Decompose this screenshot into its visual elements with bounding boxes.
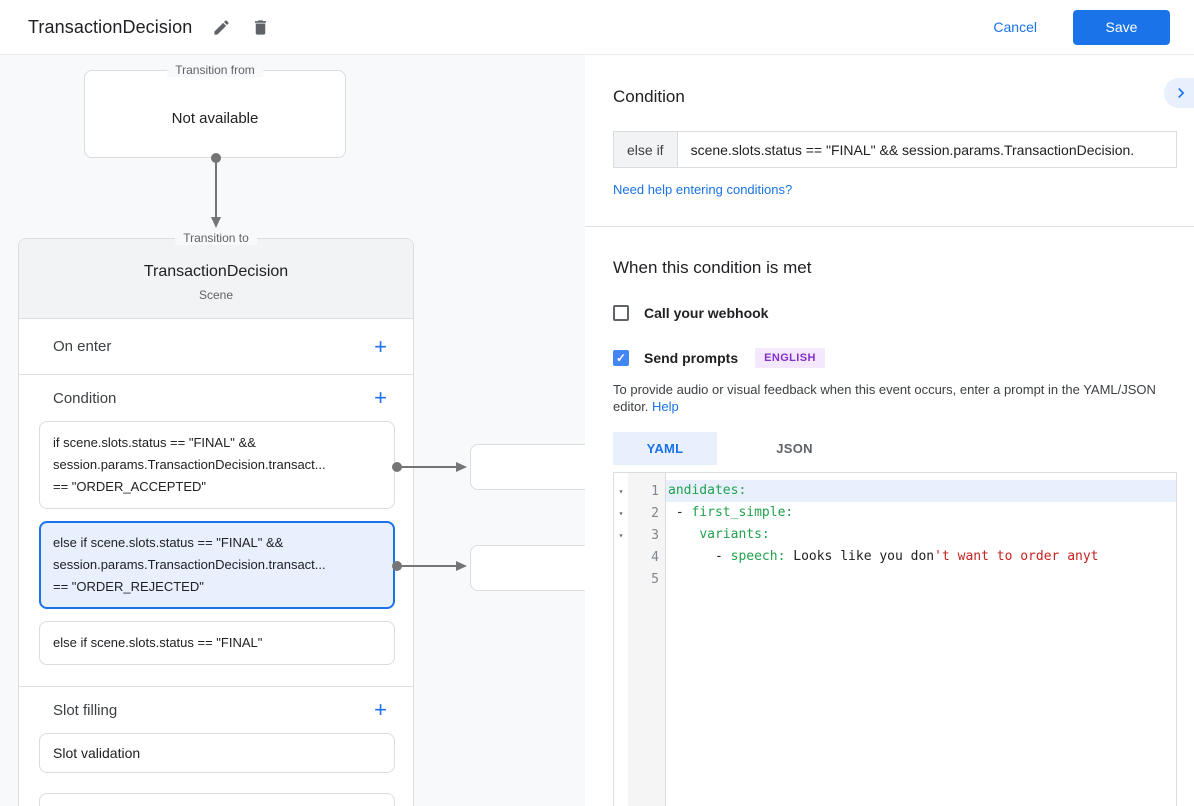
transition-target-box[interactable] (470, 444, 585, 490)
tab-yaml[interactable]: YAML (613, 432, 717, 465)
transition-from-label: Transition from (167, 63, 263, 77)
code-segment-key: speech: (730, 549, 786, 564)
condition-heading: Condition (613, 87, 685, 106)
header-actions: Cancel Save (993, 9, 1170, 45)
top-bar: TransactionDecision Cancel Save (0, 0, 1194, 55)
transition-from-box: Transition from Not available (84, 63, 346, 158)
on-enter-section: On enter + (19, 319, 413, 375)
chevron-right-icon (1178, 88, 1185, 98)
add-condition-icon[interactable]: + (374, 385, 387, 410)
code-line-text: - first_simple: (666, 502, 1176, 524)
editor-line[interactable]: 5 (614, 568, 1176, 590)
condition-line: else if scene.slots.status == "FINAL" (53, 635, 263, 650)
editor-line[interactable]: 4 - speech: Looks like you don't want to… (614, 546, 1176, 568)
editor-tabs: YAML JSON (613, 432, 1177, 465)
section-divider (585, 226, 1194, 227)
editor-line[interactable]: ▾ 1 andidates: (614, 480, 1176, 502)
code-segment-string: 't want to order anyt (934, 549, 1099, 564)
code-lines: ▾ 1 andidates: ▾ 2 - first_simple: ▾ 3 variant… (614, 473, 1176, 590)
code-segment-plain: - (668, 549, 731, 564)
send-prompts-checkbox[interactable]: ✓ (613, 350, 629, 366)
webhook-checkbox[interactable] (613, 305, 629, 321)
condition-card-rejected-selected[interactable]: else if scene.slots.status == "FINAL" &&… (39, 521, 395, 609)
code-line-text: - speech: Looks like you don't want to o… (666, 546, 1176, 568)
down-arrow-connector (211, 153, 221, 228)
condition-expression-input[interactable] (677, 131, 1177, 168)
line-number-gutter (628, 473, 666, 806)
condition-line: else if scene.slots.status == "FINAL" && (53, 535, 284, 550)
delete-icon[interactable] (251, 18, 270, 37)
slot-validation-card[interactable]: Slot validation (39, 733, 395, 773)
scene-name: TransactionDecision (143, 263, 289, 280)
line-number: 5 (651, 571, 659, 587)
add-on-enter-icon[interactable]: + (374, 333, 387, 359)
condition-card-accepted[interactable]: if scene.slots.status == "FINAL" && sess… (39, 421, 395, 509)
code-segment-key: andidates: (668, 483, 747, 498)
help-link[interactable]: Help (652, 399, 679, 414)
editor-line[interactable]: ▾ 2 - first_simple: (614, 502, 1176, 524)
line-number: 1 (651, 483, 659, 499)
code-segment-plain: - (668, 505, 692, 520)
code-line-text: variants: (666, 524, 1176, 546)
editor-line[interactable]: ▾ 3 variants: (614, 524, 1176, 546)
condition-help-link[interactable]: Need help entering conditions? (613, 182, 793, 197)
transition-from-content: Not available (171, 110, 259, 127)
yaml-editor[interactable]: ▾ 1 andidates: ▾ 2 - first_simple: ▾ 3 variant… (613, 472, 1177, 806)
condition-section: Condition + if scene.slots.status == "FI… (19, 375, 413, 687)
line-number: 2 (651, 505, 659, 521)
webhook-row: Call your webhook (613, 305, 1177, 321)
when-condition-heading: When this condition is met (613, 258, 812, 277)
code-line-text: andidates: (666, 480, 1176, 502)
code-segment-plain: Looks like you don (785, 549, 935, 564)
prompt-description: To provide audio or visual feedback when… (613, 381, 1177, 415)
language-badge: ENGLISH (755, 348, 825, 368)
send-prompts-label: Send prompts (644, 350, 739, 366)
line-number: 3 (651, 527, 659, 543)
edit-icon[interactable] (212, 18, 231, 37)
condition-line: == "ORDER_REJECTED" (53, 579, 204, 594)
slot-filling-label: Slot filling (53, 701, 118, 719)
condition-card-final[interactable]: else if scene.slots.status == "FINAL" (39, 621, 395, 665)
webhook-label: Call your webhook (644, 305, 769, 321)
condition-detail-panel: Condition else if Need help entering con… (585, 55, 1194, 806)
condition-line: if scene.slots.status == "FINAL" && (53, 435, 256, 450)
transition-arrow-rejected (392, 561, 467, 571)
code-segment-key: first_simple: (691, 505, 794, 520)
code-segment-plain (668, 527, 699, 542)
transition-target-box[interactable] (470, 545, 585, 591)
code-line-text (666, 568, 1176, 590)
page-title: TransactionDecision (28, 16, 193, 37)
line-number: 4 (651, 549, 659, 565)
send-prompts-row: ✓ Send prompts ENGLISH (613, 348, 1177, 368)
fold-arrow-icon[interactable]: ▾ (618, 508, 624, 518)
on-enter-label: On enter (53, 338, 112, 355)
cancel-button[interactable]: Cancel (993, 19, 1037, 35)
fold-arrow-icon[interactable]: ▾ (618, 486, 624, 496)
condition-input-group: else if (613, 131, 1177, 168)
slot-filling-section: Slot filling + Slot validation (19, 687, 413, 806)
condition-prefix: else if (613, 131, 678, 168)
flow-canvas: Transition from Not available Transition… (0, 55, 585, 806)
fold-arrow-icon[interactable]: ▾ (618, 530, 624, 540)
scene-header: TransactionDecision Scene (19, 239, 413, 319)
condition-line: == "ORDER_ACCEPTED" (53, 479, 206, 494)
code-segment-key: variants: (699, 527, 770, 542)
collapse-panel-button[interactable] (1164, 78, 1194, 108)
prompt-description-text: To provide audio or visual feedback when… (613, 382, 1156, 414)
scene-type: Scene (198, 288, 234, 302)
condition-line: session.params.TransactionDecision.trans… (53, 557, 326, 572)
main-area: Transition from Not available Transition… (0, 55, 1194, 806)
transition-to-box: Transition to TransactionDecision Scene … (18, 231, 414, 806)
condition-line: session.params.TransactionDecision.trans… (53, 457, 326, 472)
condition-section-label: Condition (53, 389, 117, 407)
transition-arrow-accepted (392, 462, 467, 472)
save-button[interactable]: Save (1073, 9, 1170, 45)
transition-to-label: Transition to (175, 231, 257, 245)
add-slot-icon[interactable]: + (374, 697, 387, 722)
partial-card[interactable] (39, 793, 395, 806)
tab-json[interactable]: JSON (776, 441, 813, 456)
